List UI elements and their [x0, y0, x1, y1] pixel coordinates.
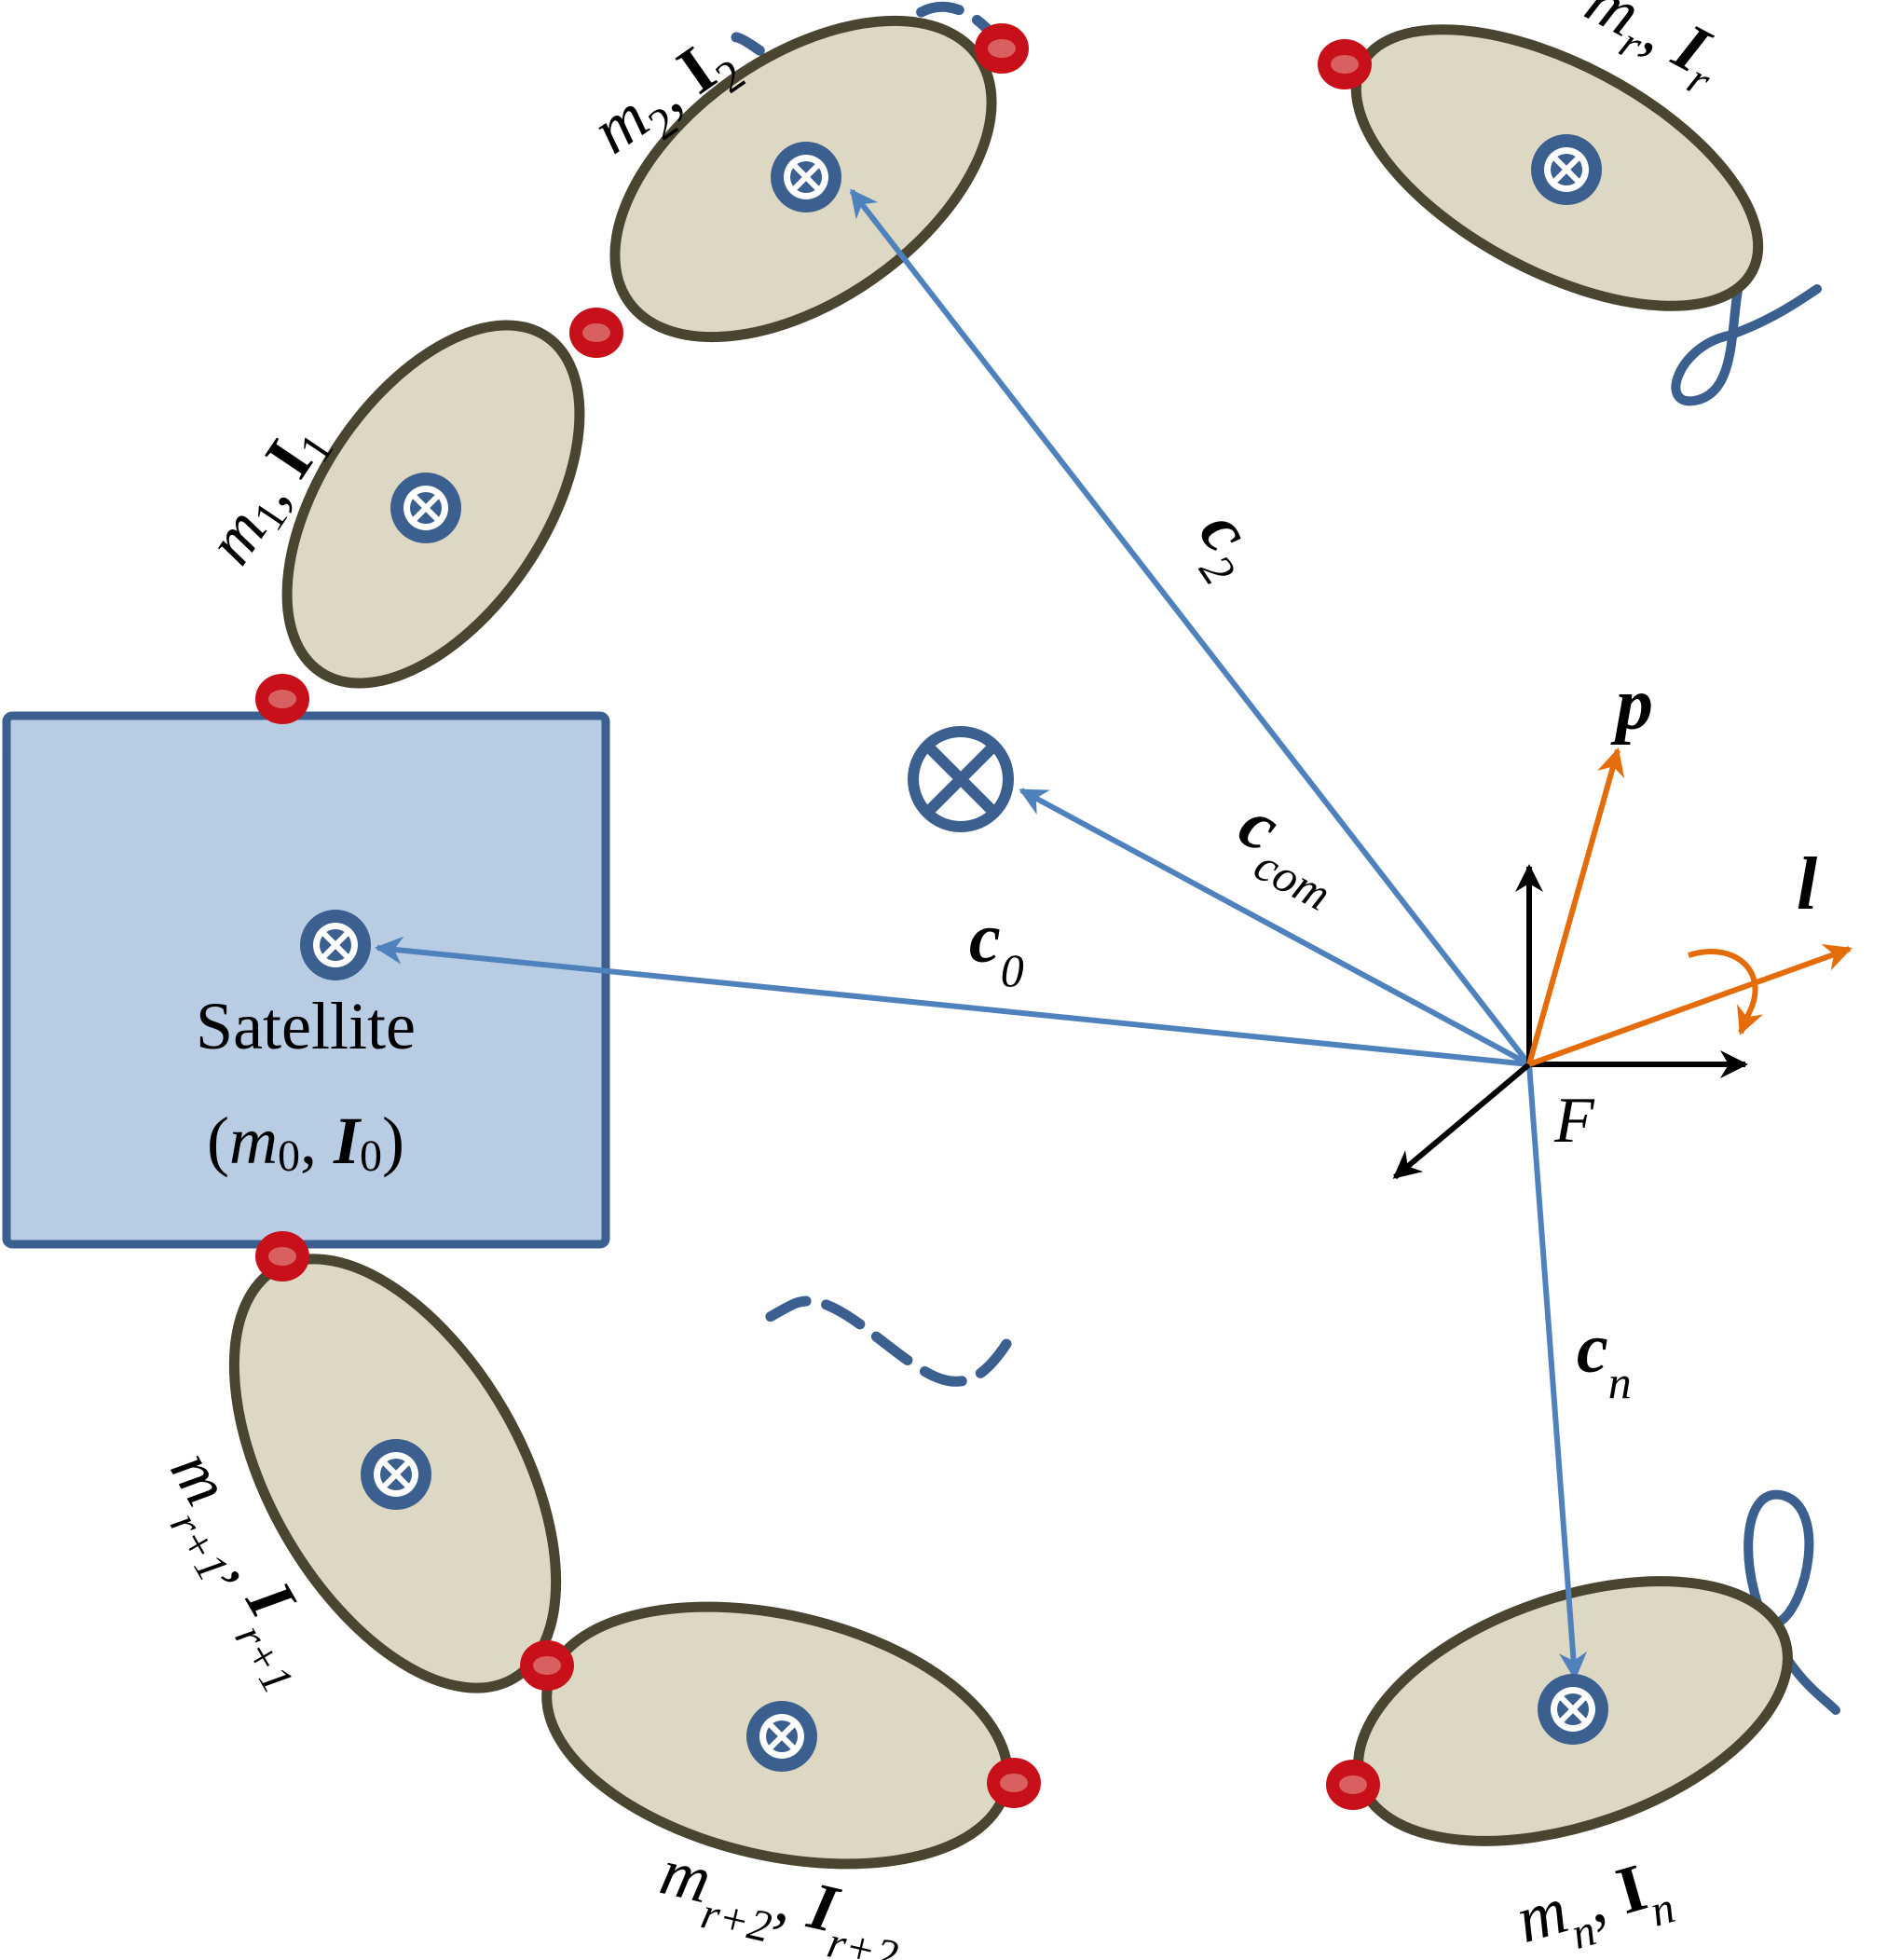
momentum-arrows — [1526, 747, 1853, 1067]
svg-text:mn, In: mn, In — [1509, 1843, 1680, 1960]
link-r2-label: mr+2, Ir+2 — [650, 1834, 912, 1960]
squiggle-top-right — [1671, 245, 1822, 406]
link-n-label: mn, In — [1509, 1843, 1680, 1960]
com-link-r2-icon — [746, 1701, 817, 1772]
vector-cn-label: cn — [1577, 1309, 1632, 1408]
frame-axis-z — [1392, 1062, 1531, 1180]
vector-arrows — [375, 188, 1587, 1680]
svg-text:ccom: ccom — [1219, 784, 1361, 921]
com-link-2-icon — [771, 142, 841, 212]
com-link-r-icon — [1531, 134, 1602, 205]
joint-satellite-link1 — [255, 674, 309, 724]
vector-ccom-arrow — [1019, 788, 1531, 1067]
vector-c2-arrow — [849, 188, 1532, 1066]
angular-momentum-label: l — [1797, 843, 1818, 925]
com-link-r1-icon — [361, 1439, 431, 1510]
frame-label: F — [1553, 1085, 1595, 1157]
com-system-icon — [908, 726, 1014, 832]
joint-linkr1-linkr2 — [520, 1640, 574, 1691]
joint-link1-link2 — [569, 308, 623, 358]
dashed-connection-bottom — [749, 1295, 1012, 1387]
vector-ccom-label: ccom — [1219, 784, 1361, 921]
satellite-title: Satellite — [196, 989, 416, 1063]
vector-c2-label: c2 — [1172, 497, 1280, 595]
svg-text:mr+2, Ir+2: mr+2, Ir+2 — [650, 1834, 912, 1960]
com-link-n-icon — [1538, 1674, 1608, 1745]
squiggle-bottom-right — [1743, 1489, 1840, 1715]
linear-momentum-arrow — [1526, 747, 1625, 1065]
angular-momentum-arrow — [1527, 944, 1853, 1067]
rotation-arc — [1688, 949, 1763, 1035]
vector-cn-arrow — [1526, 1063, 1587, 1680]
com-link-1-icon — [390, 473, 461, 543]
vector-c0-label: c0 — [969, 899, 1024, 996]
joint-dash-linkn — [1326, 1760, 1380, 1810]
satellite-params: (m0, I0) — [207, 1103, 404, 1181]
com-satellite-icon — [300, 910, 371, 980]
frame-axes — [1392, 864, 1748, 1180]
svg-text:c2: c2 — [1172, 497, 1280, 595]
joint-link2-dash — [975, 23, 1029, 74]
joint-dash-linkr — [1318, 39, 1372, 89]
satellite-body — [2, 711, 610, 1249]
joint-satellite-linkr1 — [255, 1231, 309, 1282]
linear-momentum-label: p — [1610, 664, 1653, 746]
vector-c0-arrow — [375, 936, 1530, 1067]
joint-linkr2-dash — [987, 1758, 1041, 1808]
